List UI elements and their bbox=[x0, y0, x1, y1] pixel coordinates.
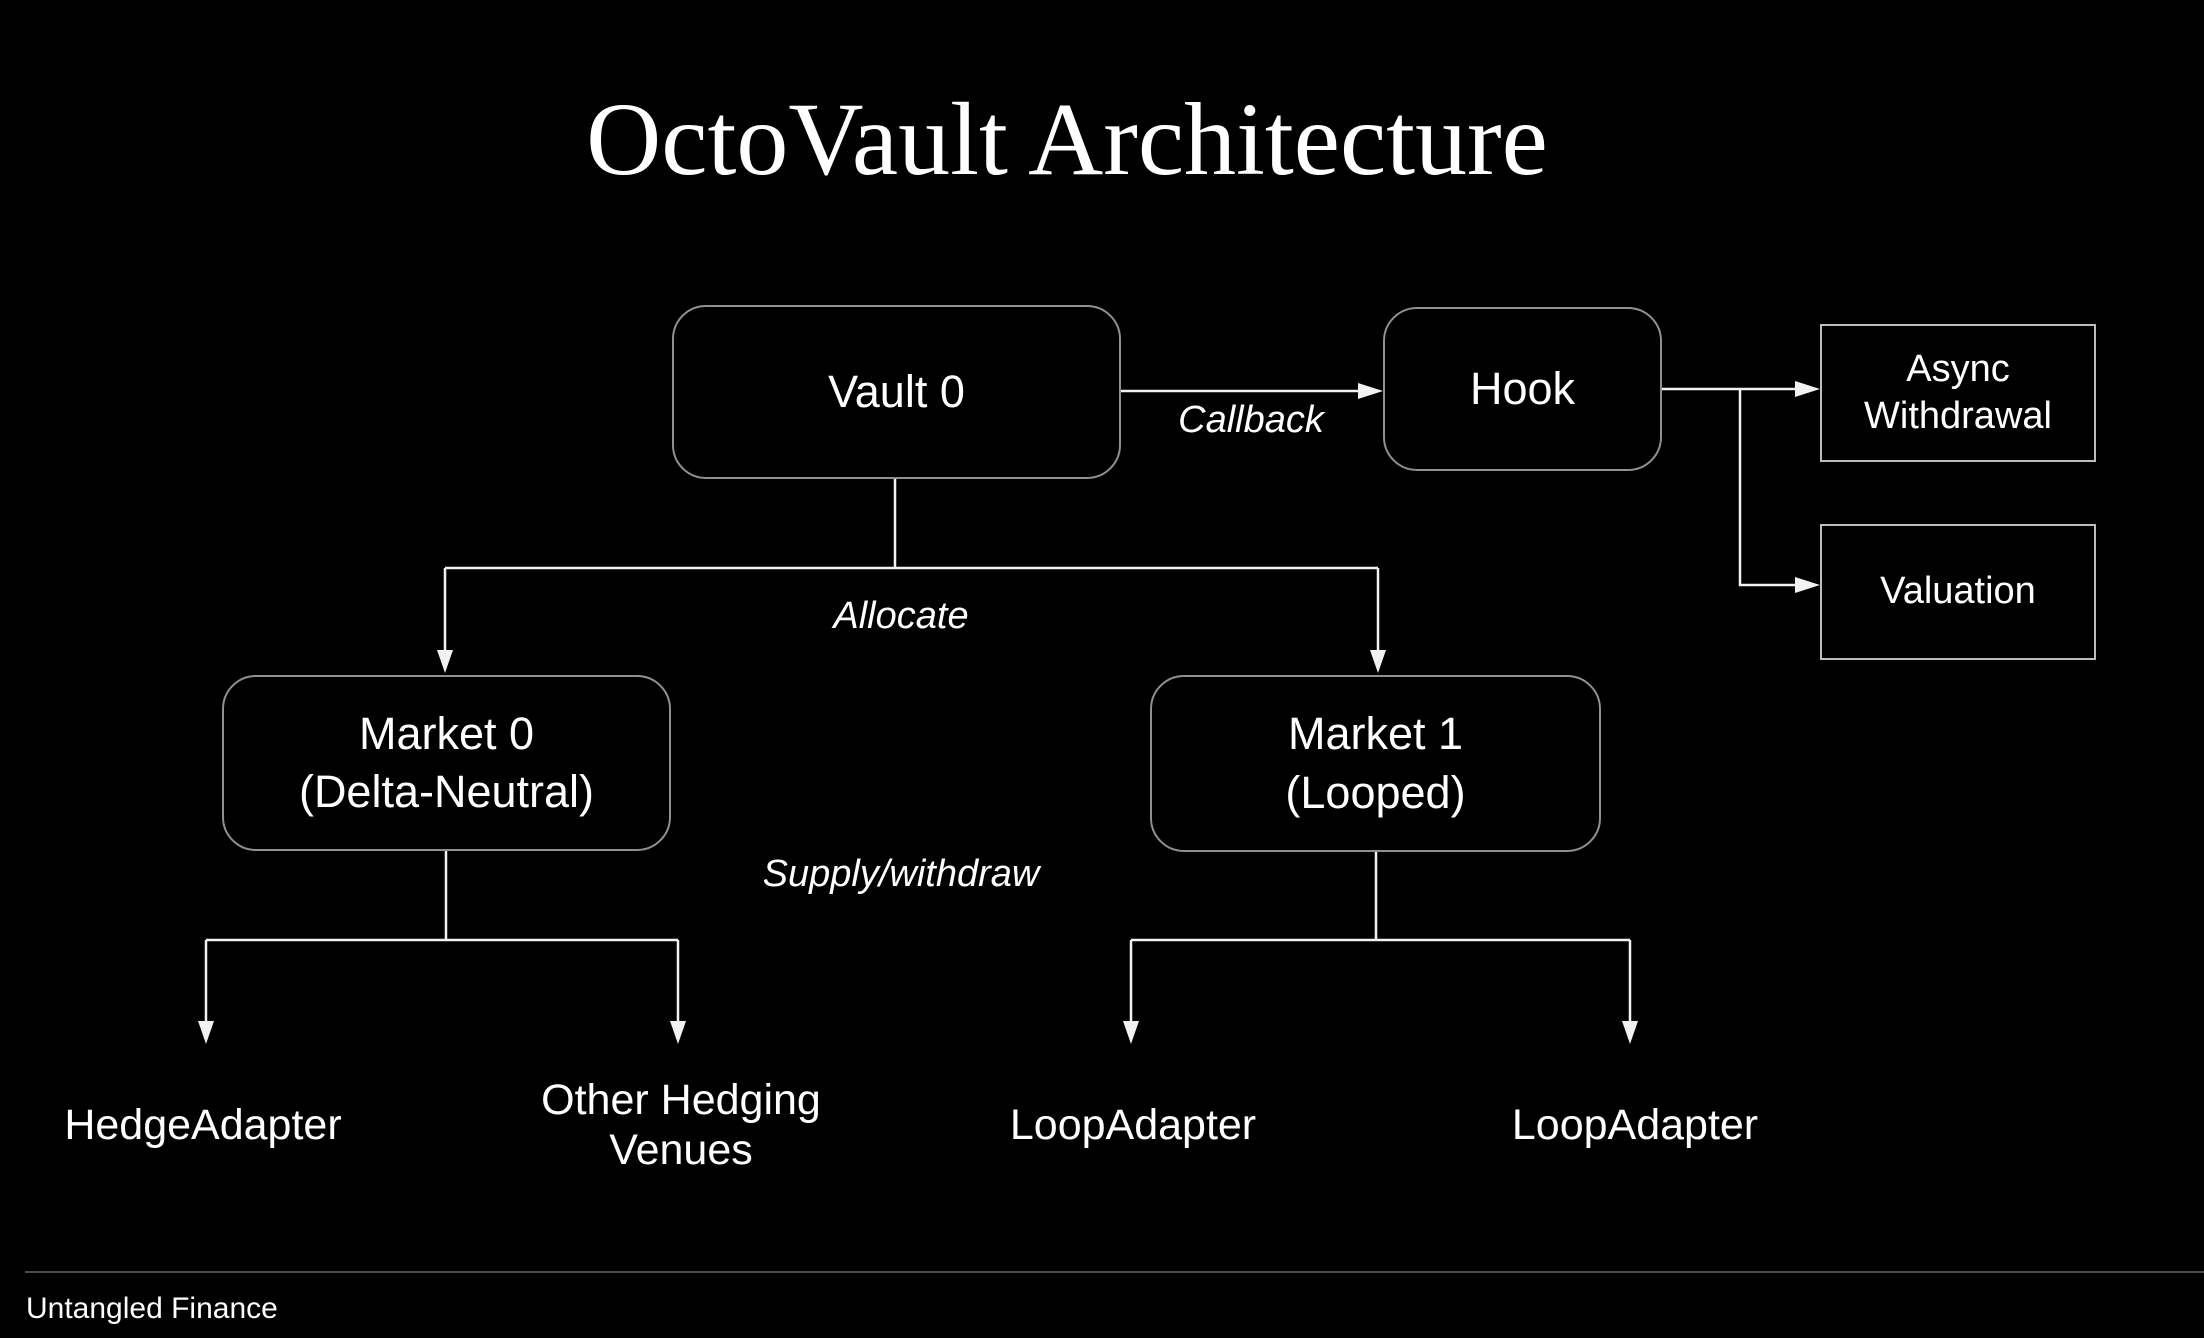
edge-vault0-hook-arrowhead bbox=[1358, 383, 1383, 399]
node-market0-label-line1: Market 0 bbox=[358, 707, 535, 759]
node-market0-label: Market 0 (Delta-Neutral) bbox=[299, 705, 594, 822]
edge-label-allocate: Allocate bbox=[833, 595, 969, 637]
node-valuation-label: Valuation bbox=[1880, 570, 2036, 613]
node-vault0-label: Vault 0 bbox=[828, 365, 965, 417]
node-market1-label: Market 1 (Looped) bbox=[1285, 705, 1465, 822]
node-market1: Market 1 (Looped) bbox=[1150, 675, 1601, 852]
footer-divider bbox=[25, 1271, 2204, 1273]
node-market0-label-line2: (Delta-Neutral) bbox=[298, 766, 595, 817]
edge-market0-other-arrowhead bbox=[670, 1021, 686, 1044]
node-vault0: Vault 0 bbox=[672, 305, 1121, 479]
edge-market0-hedge-arrowhead bbox=[198, 1021, 214, 1044]
edge-hook-valuation-arrowhead bbox=[1795, 577, 1820, 593]
node-loop-adapter-left: LoopAdapter bbox=[1009, 1101, 1257, 1149]
node-loop-adapter-right: LoopAdapter bbox=[1511, 1101, 1759, 1149]
edge-market1-loop2-arrowhead bbox=[1622, 1021, 1638, 1044]
diagram-title: OctoVault Architecture bbox=[586, 82, 1548, 197]
node-market1-label-line1: Market 1 bbox=[1287, 708, 1464, 759]
edge-allocate-market0-arrowhead bbox=[437, 650, 453, 673]
node-hook: Hook bbox=[1383, 307, 1662, 471]
node-hedge-adapter: HedgeAdapter bbox=[64, 1101, 342, 1149]
node-market1-label-line2: (Looped) bbox=[1285, 766, 1466, 818]
edge-label-supply-withdraw: Supply/withdraw bbox=[762, 853, 1040, 895]
node-valuation: Valuation bbox=[1820, 524, 2096, 660]
footer-brand: Untangled Finance bbox=[26, 1292, 278, 1325]
node-async-withdrawal: Async Withdrawal bbox=[1820, 324, 2096, 462]
node-hook-label: Hook bbox=[1469, 362, 1576, 414]
edge-market1-loop1-arrowhead bbox=[1123, 1021, 1139, 1044]
node-other-hedging-venues: Other Hedging Venues bbox=[541, 1076, 821, 1174]
edge-hook-valuation-line bbox=[1738, 389, 1795, 587]
edge-allocate-market1-arrowhead bbox=[1370, 650, 1386, 673]
node-market0: Market 0 (Delta-Neutral) bbox=[222, 675, 671, 851]
edge-label-callback: Callback bbox=[1178, 399, 1324, 441]
node-async-withdrawal-label: Async Withdrawal bbox=[1864, 347, 2052, 438]
edge-hook-async-arrowhead bbox=[1795, 381, 1820, 397]
